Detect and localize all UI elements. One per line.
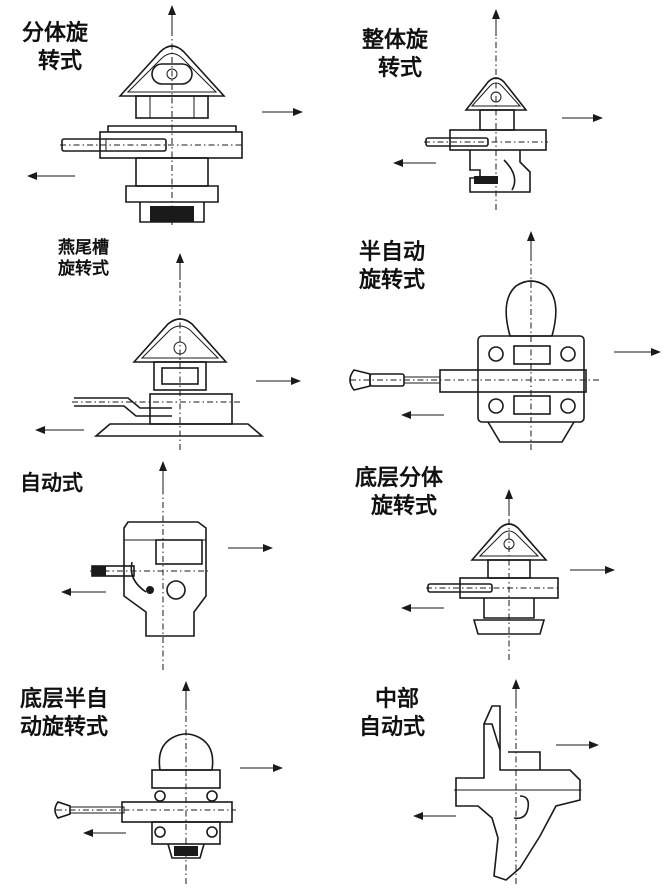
diagram-label-dovetail-rotary: 燕尾槽 旋转式 [58, 238, 109, 281]
handle-bar [121, 801, 233, 823]
label-line: 底层分体 [355, 466, 444, 491]
label-line: 自动式 [20, 471, 83, 495]
dovetail-rotary-lock-drawing [35, 253, 301, 450]
label-line: 转式 [38, 48, 83, 74]
label-line: 底层半自 [20, 687, 109, 712]
label-line: 分体旋 [22, 21, 89, 46]
lock-head [158, 733, 214, 771]
lock-body [477, 335, 585, 423]
diagram-label-bottom-split-rotary: 底层分体 旋转式 [355, 465, 443, 520]
diagram-label-middle-automatic: 中部 自动式 [359, 686, 425, 741]
label-line: 动旋转式 [20, 714, 109, 740]
label-line: 半自动 [359, 240, 426, 265]
lock-head [118, 45, 226, 97]
pull-knob [54, 801, 71, 819]
lock-head [132, 318, 228, 363]
diagram-label-bottom-semi-automatic-rotary: 底层半自 动旋转式 [20, 686, 108, 741]
bottom-semi-automatic-rotary-lock-drawing [54, 681, 283, 884]
base-plate [93, 423, 265, 437]
diagram-label-automatic: 自动式 [20, 470, 83, 496]
label-line: 中部 [375, 687, 420, 712]
lock-head [470, 523, 548, 561]
automatic-lock-drawing [61, 461, 273, 670]
lock-head [464, 77, 528, 111]
lock-body [455, 723, 581, 881]
handle-bar [439, 369, 587, 393]
base-plate [125, 185, 219, 203]
label-line: 旋转式 [58, 259, 109, 280]
diagram-label-semi-automatic-rotary: 半自动 旋转式 [359, 239, 425, 294]
label-line: 旋转式 [359, 267, 426, 293]
diagram-label-split-rotary: 分体旋 转式 [22, 20, 88, 75]
label-line: 自动式 [359, 714, 426, 740]
middle-automatic-lock-drawing [413, 679, 599, 884]
semi-automatic-rotary-lock-drawing [349, 231, 661, 450]
label-line: 燕尾槽 [58, 238, 109, 258]
label-line: 旋转式 [371, 493, 438, 519]
label-line: 整体旋 [362, 28, 429, 53]
label-line: 转式 [378, 55, 423, 81]
bottom-split-rotary-lock-drawing [401, 489, 615, 660]
pull-knob [349, 369, 371, 391]
base-plate [472, 619, 546, 635]
knob [505, 280, 557, 337]
integral-rotary-lock-drawing [393, 9, 603, 210]
diagram-label-integral-rotary: 整体旋 转式 [362, 27, 428, 82]
lock-body [123, 521, 207, 637]
split-rotary-lock-drawing [27, 5, 303, 225]
handle-bar [449, 129, 547, 151]
